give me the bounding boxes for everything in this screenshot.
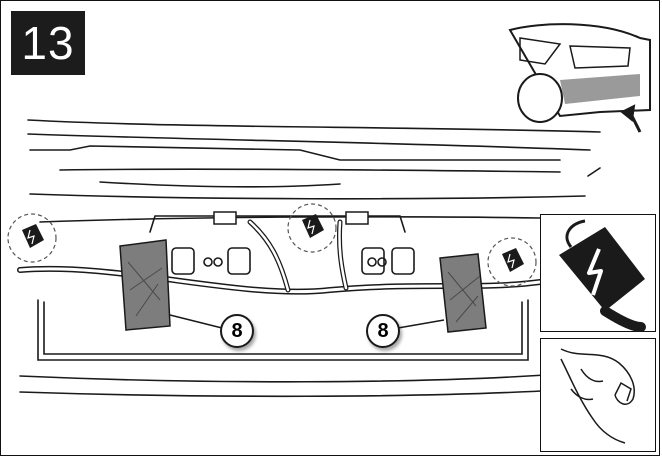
lamp-screw-right-1 — [368, 258, 376, 266]
callout-8-left: 8 — [220, 314, 254, 348]
lamp-screw-left-2 — [214, 258, 222, 266]
bumper-edge-line-1 — [28, 120, 600, 132]
lamp-housing-right-a — [362, 248, 384, 274]
lamp-screw-left-1 — [204, 258, 212, 266]
callout-leader-left — [170, 315, 222, 328]
bumper-edge-line-6 — [30, 194, 585, 199]
bumper-corner-line — [588, 168, 600, 176]
tape-wrap-right — [440, 254, 486, 332]
car-rear-locator-icon — [510, 24, 650, 132]
tape-wrap-left — [120, 240, 170, 330]
lamp-housing-left-a — [172, 248, 194, 274]
step-number-badge: 13 — [11, 11, 85, 75]
callout-8-right: 8 — [366, 314, 400, 348]
inset-connector — [540, 214, 656, 332]
bumper-edge-line-3 — [30, 146, 560, 160]
bumper-edge-line-5 — [100, 182, 340, 187]
bumper-edge-line-2 — [28, 134, 590, 150]
inset-hand — [540, 338, 656, 452]
bumper-edge-line-4 — [60, 169, 560, 172]
bumper-lower-line-2 — [20, 390, 560, 396]
hand-pinch-icon — [541, 339, 657, 453]
electrical-connector-disconnect-icon — [541, 215, 657, 333]
lamp-housing-right-b — [392, 248, 414, 274]
bumper-lower-line-1 — [20, 374, 560, 382]
step-number: 13 — [21, 16, 74, 70]
callout-leader-right — [398, 320, 444, 328]
lamp-housing-left-b — [228, 248, 250, 274]
